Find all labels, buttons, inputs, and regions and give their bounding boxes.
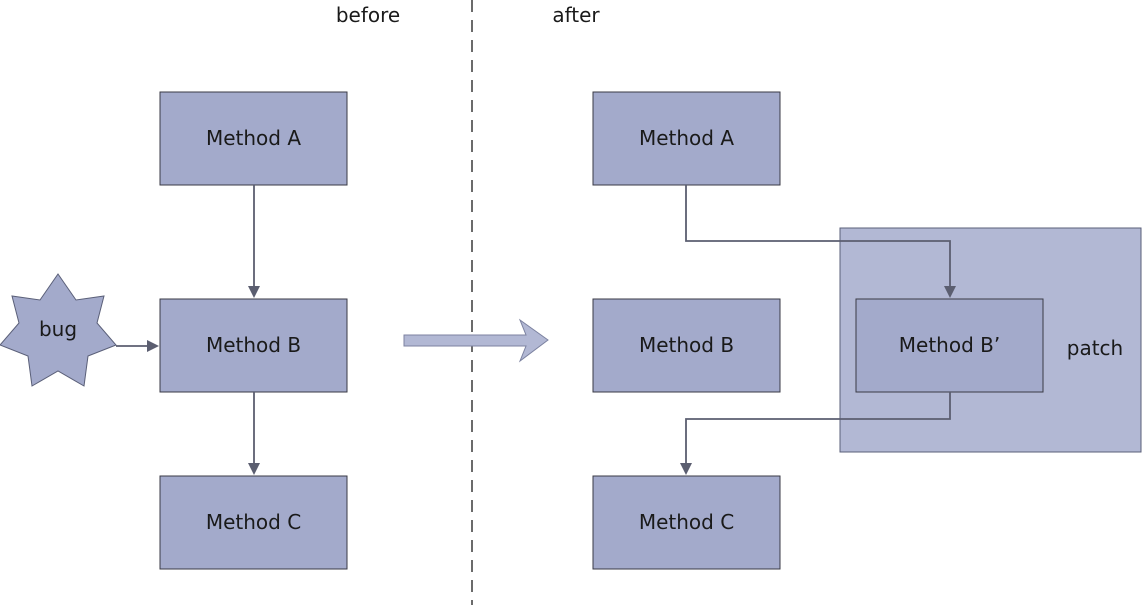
arrow-bug-to-b xyxy=(116,340,159,352)
before-method-a: Method A xyxy=(159,91,348,186)
after-method-a: Method A xyxy=(592,91,781,186)
arrow-after-b-prime-to-c xyxy=(680,392,951,475)
after-method-a-label: Method A xyxy=(639,126,734,150)
before-label: before xyxy=(336,3,400,27)
after-method-b-prime: Method B’ xyxy=(855,298,1044,393)
after-method-c-label: Method C xyxy=(639,510,734,534)
after-method-b: Method B xyxy=(592,298,781,393)
before-method-c: Method C xyxy=(159,475,348,570)
arrow-after-a-to-b-prime xyxy=(685,185,956,298)
before-method-b: Method B xyxy=(159,298,348,393)
transition-arrow xyxy=(403,318,549,363)
arrow-before-a-to-b xyxy=(248,185,260,298)
before-method-c-label: Method C xyxy=(206,510,301,534)
after-method-b-prime-label: Method B’ xyxy=(899,333,1000,357)
after-method-b-label: Method B xyxy=(639,333,734,357)
patch-label: patch xyxy=(1067,336,1123,360)
after-label: after xyxy=(552,3,600,27)
bug-burst: bug xyxy=(0,273,117,387)
arrow-before-b-to-c xyxy=(248,392,260,475)
after-method-c: Method C xyxy=(592,475,781,570)
before-method-b-label: Method B xyxy=(206,333,301,357)
bug-label: bug xyxy=(39,317,77,341)
before-method-a-label: Method A xyxy=(206,126,301,150)
